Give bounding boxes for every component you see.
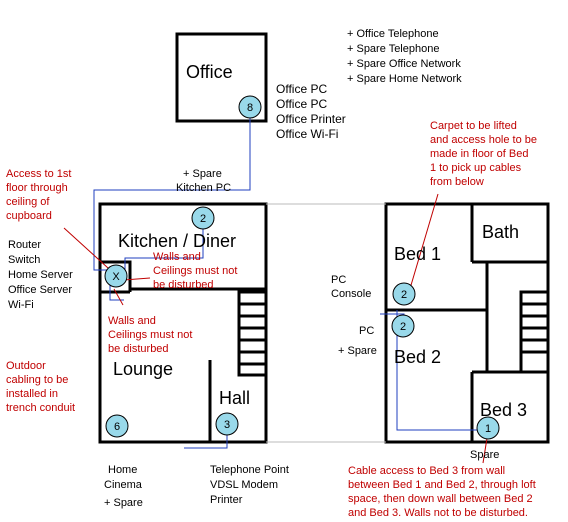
badge-kitchen: 2 <box>191 206 215 230</box>
cupboard-device: Office Server <box>8 284 72 296</box>
hall-device: Printer <box>210 494 243 506</box>
hall-label: Hall <box>219 388 250 408</box>
badge-cupboard-label: X <box>112 271 120 283</box>
kitchen-extra: + Spare <box>183 168 222 180</box>
badge-bed1: 2 <box>392 282 416 306</box>
office-room <box>175 32 268 123</box>
bed1-device: Console <box>331 288 371 300</box>
badge-bed3-label: 1 <box>485 423 491 435</box>
device-text: Office PC Office PC Office Printer Offic… <box>8 28 499 509</box>
badge-office: 8 <box>238 95 262 119</box>
badge-hall-label: 3 <box>224 419 230 431</box>
badge-bed2: 2 <box>391 314 415 338</box>
service-item: + Spare Home Network <box>347 73 462 85</box>
badge-cupboard: X <box>104 264 128 288</box>
stairs-first-floor <box>519 290 550 374</box>
badge-hall: 3 <box>215 412 239 436</box>
office-device: Office PC <box>276 82 327 96</box>
note-kitchen-walls: Walls and <box>153 251 201 263</box>
lounge-device: Cinema <box>104 479 143 491</box>
badge-lounge: 6 <box>105 414 129 438</box>
note-outdoor: trench conduit <box>6 402 75 414</box>
cable-office <box>93 107 251 271</box>
bath-label: Bath <box>482 222 519 242</box>
cable-bed3 <box>396 310 480 431</box>
cables <box>93 107 480 449</box>
lounge-device: Home <box>108 464 137 476</box>
kitchen-extra: Kitchen PC <box>176 182 231 194</box>
badge-bed2-label: 2 <box>400 321 406 333</box>
note-kitchen-walls: be disturbed <box>153 279 214 291</box>
cable-kitchen <box>124 216 204 272</box>
note-outdoor: installed in <box>6 388 58 400</box>
note-access-first-floor: cupboard <box>6 210 52 222</box>
note-lounge-walls: be disturbed <box>108 343 169 355</box>
bed2-device: + Spare <box>338 345 377 357</box>
bed1-device: PC <box>331 274 346 286</box>
note-lounge-walls: Ceilings must not <box>108 329 192 341</box>
cupboard-device: Router <box>8 239 41 251</box>
badge-bed1-label: 2 <box>401 289 407 301</box>
badge-bed3: 1 <box>476 416 500 440</box>
note-bed3-cable: space, then down wall between Bed 2 <box>348 493 533 505</box>
bed3-device: Spare <box>470 449 499 461</box>
office-device: Office Printer <box>276 112 346 126</box>
note-outdoor: cabling to be <box>6 374 68 386</box>
note-carpet: made in floor of Bed <box>430 148 528 160</box>
note-access-first-floor: ceiling of <box>6 196 50 208</box>
note-access-first-floor: Access to 1st <box>6 168 71 180</box>
office-device: Office Wi-Fi <box>276 127 338 141</box>
note-pointers <box>63 193 489 464</box>
note-carpet: Carpet to be lifted <box>430 120 517 132</box>
note-carpet: and access hole to be <box>430 134 537 146</box>
note-carpet: from below <box>430 176 484 188</box>
note-kitchen-walls: Ceilings must not <box>153 265 237 277</box>
service-item: + Spare Telephone <box>347 43 439 55</box>
note-outdoor: Outdoor <box>6 360 46 372</box>
office-device: Office PC <box>276 97 327 111</box>
note-bed3-cable: and Bed 3. Walls not to be disturbed. <box>348 507 528 519</box>
lounge-device: + Spare <box>104 497 143 509</box>
badges: 8 2 X 6 3 2 2 1 <box>104 95 500 440</box>
floor-guides <box>266 203 386 443</box>
cupboard-device: Home Server <box>8 269 73 281</box>
bed1-label: Bed 1 <box>394 244 441 264</box>
hall-device: Telephone Point <box>210 464 289 476</box>
office-label: Office <box>186 62 233 82</box>
stairs-ground-floor <box>237 290 268 377</box>
bed2-device: PC <box>359 325 374 337</box>
bed2-label: Bed 2 <box>394 347 441 367</box>
cupboard-device: Switch <box>8 254 40 266</box>
bed3-label: Bed 3 <box>480 400 527 420</box>
cable-lounge <box>109 284 124 301</box>
hall-device: VDSL Modem <box>210 479 278 491</box>
badge-kitchen-label: 2 <box>200 213 206 225</box>
badge-lounge-label: 6 <box>114 421 120 433</box>
note-lounge-walls: Walls and <box>108 315 156 327</box>
note-bed3-cable: between Bed 1 and Bed 2, through loft <box>348 479 536 491</box>
cupboard-device: Wi-Fi <box>8 299 34 311</box>
service-item: + Office Telephone <box>347 28 439 40</box>
lounge-label: Lounge <box>113 359 173 379</box>
note-access-first-floor: floor through <box>6 182 68 194</box>
kitchen-label: Kitchen / Diner <box>118 231 236 251</box>
service-item: + Spare Office Network <box>347 58 461 70</box>
badge-office-label: 8 <box>247 102 253 114</box>
room-labels: Office Kitchen / Diner Lounge Hall Bed 1… <box>113 62 527 420</box>
note-bed3-cable: Cable access to Bed 3 from wall <box>348 465 505 477</box>
notes: Access to 1st floor through ceiling of c… <box>6 120 537 519</box>
note-carpet: 1 to pick up cables <box>430 162 522 174</box>
